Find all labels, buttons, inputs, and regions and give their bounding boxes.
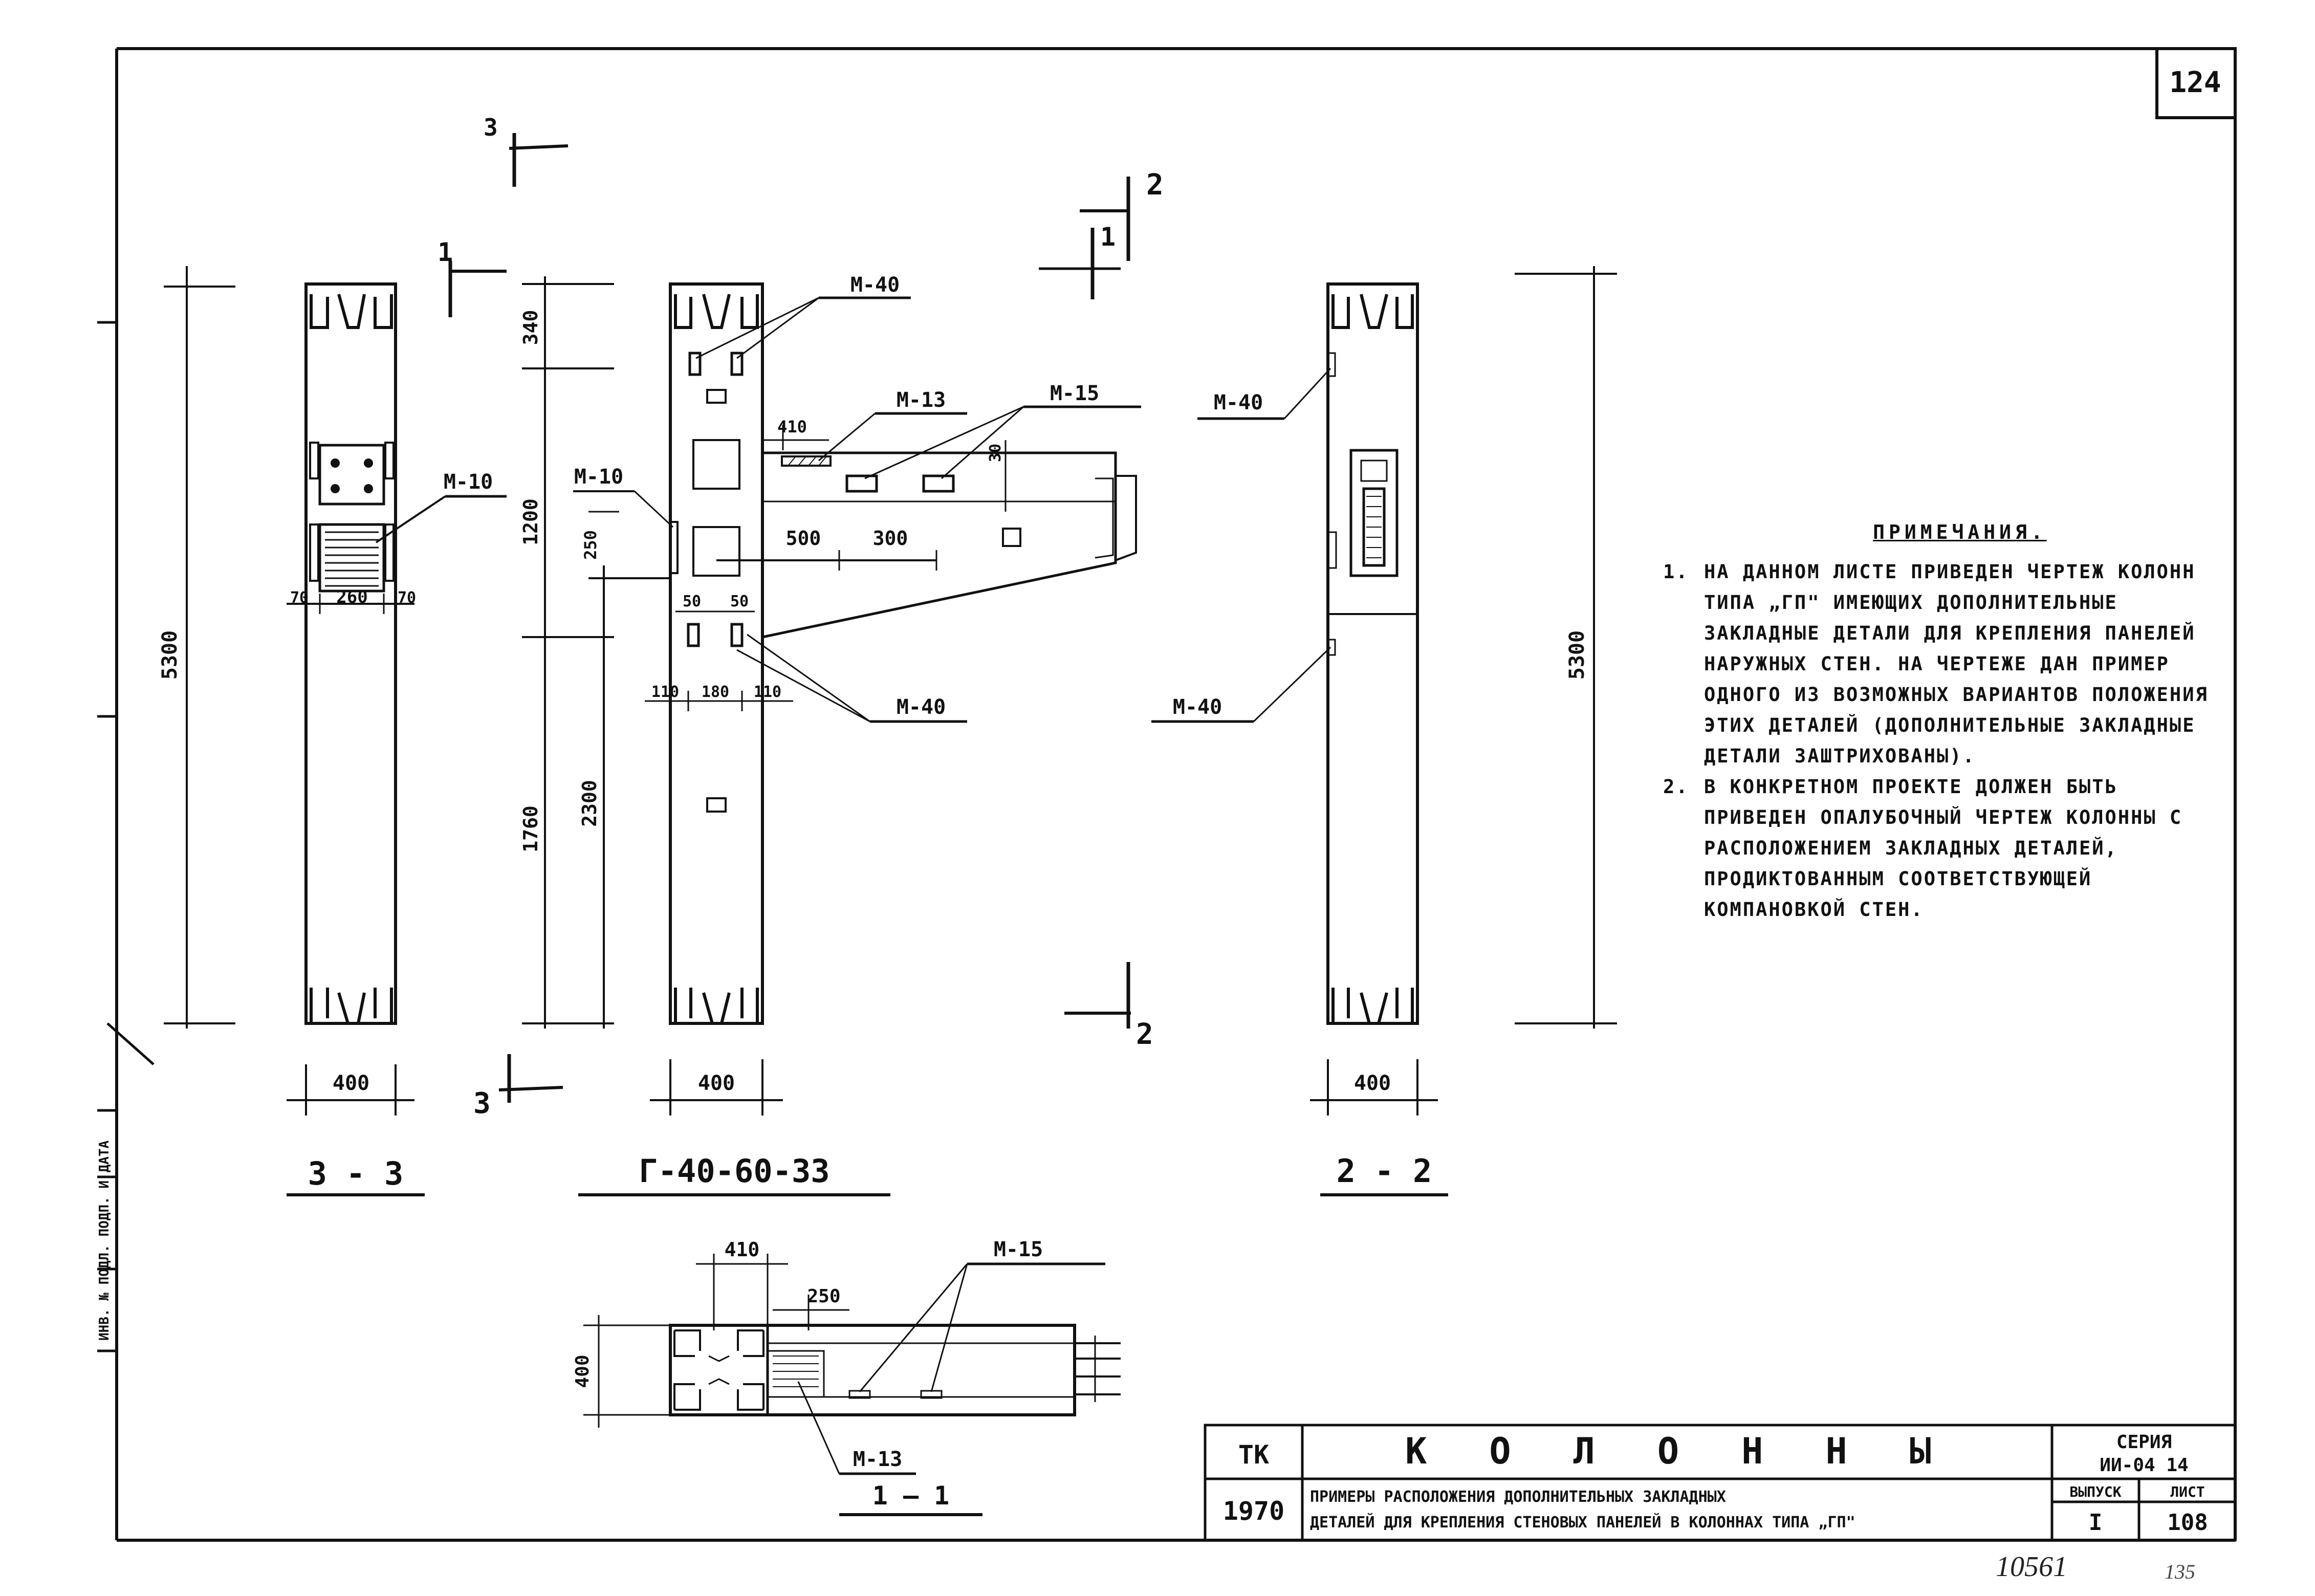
- main-label-m40-lower: М-40: [897, 695, 946, 719]
- main-dim-250: 250: [581, 530, 600, 560]
- main-width-dim: 400: [698, 1072, 735, 1095]
- section-mark-3-top: 3: [484, 114, 498, 141]
- note-text: НА ДАННОМ ЛИСТЕ ПРИВЕДЕН ЧЕРТЕЖ КОЛОНН Т…: [1704, 561, 2209, 767]
- main-dim-2300: 2300: [578, 780, 601, 827]
- sheet-frame: [115, 47, 2237, 1542]
- main-dim-1760: 1760: [519, 805, 542, 852]
- view-33-sub-dim-3: 70: [398, 589, 416, 607]
- view-11-label-m13: М-13: [853, 1448, 902, 1471]
- bottom-number: 10561: [1996, 1551, 2067, 1583]
- title-block-org: ТК: [1238, 1440, 1269, 1470]
- title-block-grid: [1204, 1424, 2237, 1542]
- note-number: 2.: [1663, 776, 1689, 798]
- title-block-year: 1970: [1223, 1496, 1284, 1526]
- main-dim-50a: 50: [683, 593, 701, 610]
- view-11-label-m15: М-15: [994, 1238, 1043, 1261]
- section-mark-3-bottom: 3: [473, 1087, 491, 1120]
- view-33-width-dim: 400: [333, 1072, 369, 1095]
- view-1-1: [583, 1254, 1121, 1516]
- note-item-2: 2. В КОНКРЕТНОМ ПРОЕКТЕ ДОЛЖЕН БЫТЬ ПРИВ…: [1663, 772, 2216, 925]
- section-mark-1-left: 1: [438, 237, 453, 267]
- anchor-bolts-icon: [331, 458, 373, 493]
- note-number: 1.: [1663, 561, 1689, 583]
- main-dim-500: 500: [786, 527, 821, 550]
- view-11-title: 1 — 1: [872, 1481, 950, 1511]
- view-22-label-m40-bottom: М-40: [1173, 695, 1222, 719]
- section-mark-2-top: 2: [1146, 168, 1164, 202]
- view-11-dim-250: 250: [807, 1286, 840, 1307]
- main-dim-50b: 50: [730, 593, 749, 610]
- view-11-dim-400: 400: [572, 1354, 593, 1388]
- title-block-description-1: ПРИМЕРЫ РАСПОЛОЖЕНИЯ ДОПОЛНИТЕЛЬНЫХ ЗАКЛ…: [1310, 1488, 1726, 1506]
- main-label-m10: М-10: [574, 465, 623, 489]
- side-stamp-text: ИНВ. № ПОДЛ. ПОДП. И ДАТА: [97, 1140, 112, 1341]
- notes-title: ПРИМЕЧАНИЯ.: [1873, 521, 2047, 543]
- bottom-corner-number: 135: [2165, 1560, 2195, 1583]
- view-main: [448, 133, 1141, 1196]
- view-11-dim-410: 410: [725, 1238, 760, 1261]
- section-mark-1-top: 1: [1100, 222, 1116, 252]
- note-item-1: 1. НА ДАННОМ ЛИСТЕ ПРИВЕДЕН ЧЕРТЕЖ КОЛОН…: [1663, 557, 2216, 772]
- main-dim-300: 300: [873, 527, 908, 550]
- view-33-sub-dim-2: 260: [336, 587, 367, 607]
- main-dim-1200: 1200: [519, 498, 542, 545]
- notes-block: ПРИМЕЧАНИЯ. 1. НА ДАННОМ ЛИСТЕ ПРИВЕДЕН …: [1663, 517, 2216, 925]
- view-22-height-dim: 5300: [1565, 630, 1589, 680]
- title-block-series-value: ИИ-04 14: [2100, 1455, 2188, 1476]
- section-mark-2-bottom: 2: [1136, 1018, 1153, 1051]
- title-block-issue-value: I: [2089, 1510, 2103, 1536]
- title-block-sheet-value: 108: [2167, 1510, 2208, 1536]
- view-22-width-dim: 400: [1354, 1072, 1391, 1095]
- main-dim-30: 30: [987, 444, 1004, 462]
- view-33-sub-dim-1: 70: [290, 589, 309, 607]
- title-block-series-label: СЕРИЯ: [2116, 1432, 2172, 1453]
- main-dim-340: 340: [519, 310, 542, 345]
- page-number: 124: [2169, 66, 2221, 99]
- view-3-3: [164, 266, 507, 1196]
- main-dim-410: 410: [777, 417, 807, 436]
- view-33-height-dim: 5300: [158, 630, 182, 680]
- main-label-m15: М-15: [1050, 382, 1099, 405]
- main-label-m40-top: М-40: [850, 273, 900, 297]
- view-33-part-label: М-10: [444, 470, 493, 494]
- title-block-description-2: ДЕТАЛЕЙ ДЛЯ КРЕПЛЕНИЯ СТЕНОВЫХ ПАНЕЛЕЙ В…: [1310, 1513, 1855, 1532]
- view-22-title: 2 - 2: [1337, 1152, 1432, 1190]
- note-text: В КОНКРЕТНОМ ПРОЕКТЕ ДОЛЖЕН БЫТЬ ПРИВЕДЕ…: [1704, 776, 2183, 921]
- main-view-title: Г-40-60-33: [639, 1152, 829, 1190]
- title-block-sheet-label: ЛИСТ: [2170, 1483, 2204, 1500]
- title-block-issue-label: ВЫПУСК: [2069, 1483, 2121, 1500]
- main-dim-180: 180: [702, 683, 729, 701]
- main-dim-110-left: 110: [651, 683, 679, 701]
- margin-marks: [97, 321, 155, 1352]
- main-dim-110-right: 110: [754, 683, 781, 701]
- title-block-name: К О Л О Н Н Ы: [1405, 1430, 1952, 1472]
- view-2-2: [1151, 266, 1617, 1196]
- view-33-title: 3 - 3: [308, 1155, 404, 1192]
- view-22-label-m40-top: М-40: [1214, 391, 1263, 414]
- main-label-m13: М-13: [897, 388, 946, 412]
